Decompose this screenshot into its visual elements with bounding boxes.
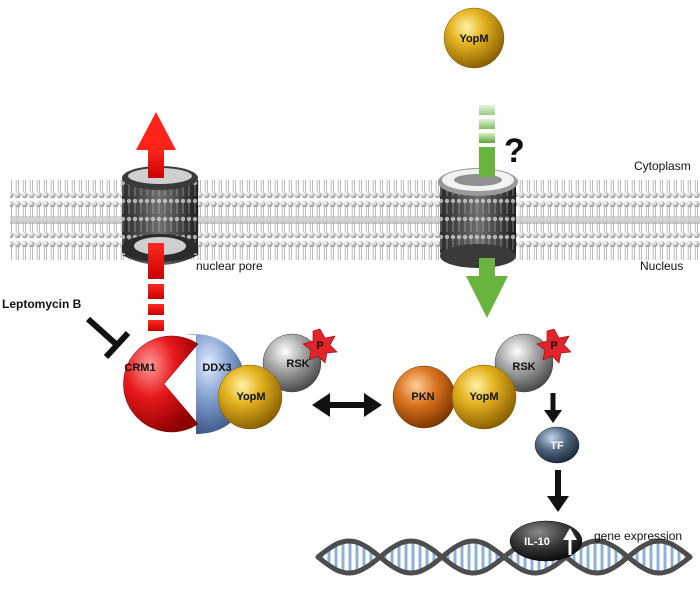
rsk-to-tf-arrow bbox=[544, 393, 562, 423]
export-arrow bbox=[136, 112, 176, 331]
rsk-protein-left: RSK bbox=[262, 333, 322, 393]
upregulation-arrow-head bbox=[563, 528, 577, 540]
gene-expression-label: gene expression bbox=[594, 529, 682, 543]
yopm-right-label: YopM bbox=[469, 391, 498, 403]
rsk-right-label: RSK bbox=[512, 361, 535, 373]
export-complex: DDX3 CRM1 RSK YopM P bbox=[123, 328, 338, 434]
il10-gene: IL-10 bbox=[509, 520, 583, 562]
perinuclear-gap bbox=[10, 216, 700, 224]
phospho-star-left: P bbox=[302, 328, 338, 364]
dna-strand-b bbox=[315, 538, 693, 576]
signaling-complex: RSK PKN YopM P bbox=[392, 328, 572, 430]
cytoplasm-label: Cytoplasm bbox=[634, 159, 691, 173]
inner-bilayer bbox=[10, 222, 700, 260]
dna-helix bbox=[315, 538, 693, 576]
yopm-top-label: YopM bbox=[459, 33, 488, 45]
pkn-label: PKN bbox=[411, 391, 434, 403]
phospho-right-label: P bbox=[550, 340, 557, 352]
yopm-left-label: YopM bbox=[236, 391, 265, 403]
leptomycin-inhibition-line bbox=[85, 316, 131, 360]
rsk-left-label: RSK bbox=[286, 358, 309, 370]
yopm-protein-right: YopM bbox=[451, 364, 517, 430]
nuclear-pore-right bbox=[438, 168, 518, 268]
crm1-protein: CRM1 bbox=[123, 335, 199, 433]
question-mark: ? bbox=[504, 132, 525, 170]
equilibrium-arrow bbox=[312, 393, 382, 417]
leptomycin-label: Leptomycin B bbox=[2, 297, 82, 311]
nuclear-pore-label: nuclear pore bbox=[196, 259, 263, 273]
outer-bilayer bbox=[10, 180, 700, 218]
tf-label: TF bbox=[550, 440, 564, 452]
nucleus-label: Nucleus bbox=[640, 259, 683, 273]
yopm-protein-left: YopM bbox=[217, 364, 283, 430]
import-arrow bbox=[466, 105, 508, 318]
pkn-protein: PKN bbox=[392, 365, 456, 429]
tf-protein: TF bbox=[534, 426, 580, 464]
yopm-cytoplasmic: YopM bbox=[443, 7, 505, 69]
tf-to-il10-arrow bbox=[547, 470, 569, 512]
nuclear-pore-left bbox=[122, 166, 198, 265]
phospho-left-label: P bbox=[316, 340, 323, 352]
nuclear-envelope bbox=[10, 180, 700, 260]
crm1-label: CRM1 bbox=[124, 362, 155, 374]
ddx3-label: DDX3 bbox=[202, 362, 231, 374]
il10-label: IL-10 bbox=[524, 536, 550, 548]
phospho-star-right: P bbox=[536, 328, 572, 364]
